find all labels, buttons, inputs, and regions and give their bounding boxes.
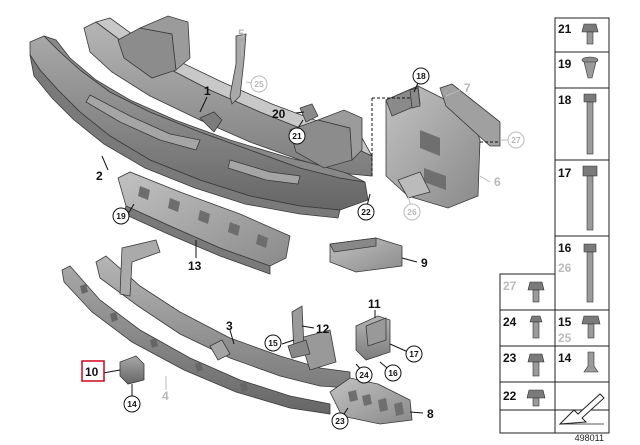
orientation-arrow-icon bbox=[558, 393, 605, 425]
clip-19-icon bbox=[581, 56, 599, 79]
callout-circle-17: 17 bbox=[405, 345, 423, 363]
callout-6: 6 bbox=[494, 175, 501, 189]
table-label-21: 21 bbox=[558, 22, 572, 36]
callout-circle-23: 23 bbox=[331, 412, 349, 430]
table-label-22: 22 bbox=[503, 389, 517, 403]
callout-circle-16: 16 bbox=[384, 364, 402, 382]
table-label-18: 18 bbox=[558, 93, 572, 107]
table-label-19: 19 bbox=[558, 57, 572, 71]
callout-11: 11 bbox=[368, 297, 381, 311]
bolt-16-icon bbox=[583, 243, 597, 303]
bolt-17-icon bbox=[582, 165, 598, 231]
callout-circle-19: 19 bbox=[112, 207, 130, 225]
part-2-energy-absorber bbox=[29, 35, 369, 219]
part-4-trim-strip bbox=[61, 265, 331, 415]
part-6-side-bracket bbox=[385, 85, 481, 209]
callout-27: 27 bbox=[511, 135, 521, 145]
callout-15: 15 bbox=[268, 338, 278, 348]
callout-21: 21 bbox=[292, 131, 302, 141]
callout-circle-24: 24 bbox=[355, 366, 373, 384]
table-label-26: 26 bbox=[558, 261, 572, 275]
callout-circle-14: 14 bbox=[123, 395, 141, 413]
part-18-bolt-small bbox=[409, 87, 421, 109]
callout-circle-25: 25 bbox=[250, 75, 268, 93]
part-9-bracket bbox=[329, 237, 403, 273]
callout-3: 3 bbox=[226, 319, 233, 333]
callout-12: 12 bbox=[316, 322, 330, 336]
callout-10-highlight-box bbox=[81, 360, 105, 382]
callout-circle-18: 18 bbox=[412, 67, 430, 85]
fastener-table: 21 19 18 17 16 26 27 bbox=[499, 17, 610, 434]
callout-10: 10 bbox=[85, 365, 99, 379]
callout-20: 20 bbox=[272, 107, 286, 121]
part-3-lower-carrier bbox=[95, 239, 351, 389]
table-label-23: 23 bbox=[503, 351, 517, 365]
callout-13: 13 bbox=[188, 259, 202, 273]
callout-1: 1 bbox=[204, 84, 211, 98]
screw-24-icon bbox=[529, 315, 543, 339]
part-11-holder bbox=[355, 315, 391, 361]
part-7-strip bbox=[439, 83, 501, 147]
table-label-25: 25 bbox=[558, 331, 572, 345]
part-13-bracket bbox=[117, 171, 291, 275]
screw-21-icon bbox=[581, 23, 599, 45]
callout-2: 2 bbox=[96, 169, 103, 183]
table-label-16: 16 bbox=[558, 241, 572, 255]
table-label-14: 14 bbox=[558, 351, 572, 365]
callout-4: 4 bbox=[162, 389, 169, 403]
screw-27-icon bbox=[527, 281, 545, 303]
table-label-15: 15 bbox=[558, 315, 572, 329]
callout-17: 17 bbox=[409, 349, 419, 359]
callout-14: 14 bbox=[127, 399, 137, 409]
bolt-18-icon bbox=[583, 93, 597, 155]
part-20-nut bbox=[299, 103, 319, 123]
callout-22: 22 bbox=[361, 207, 371, 217]
callout-16: 16 bbox=[388, 368, 398, 378]
callout-circle-15: 15 bbox=[264, 334, 282, 352]
screw-22-icon bbox=[526, 389, 546, 407]
part-8-air-guide bbox=[329, 377, 413, 425]
callout-19: 19 bbox=[116, 211, 126, 221]
part-12-bracket bbox=[287, 305, 311, 359]
callout-25: 25 bbox=[254, 79, 264, 89]
callout-7: 7 bbox=[464, 81, 471, 95]
screw-23-icon bbox=[527, 353, 545, 377]
callout-24: 24 bbox=[359, 370, 369, 380]
callout-circle-27: 27 bbox=[507, 131, 525, 149]
callout-circle-22: 22 bbox=[357, 203, 375, 221]
part-10-clip bbox=[119, 355, 145, 385]
callout-circle-21: 21 bbox=[288, 127, 306, 145]
callout-8: 8 bbox=[427, 407, 434, 421]
callout-9: 9 bbox=[421, 256, 428, 270]
callout-circle-26: 26 bbox=[403, 203, 421, 221]
callout-5: 5 bbox=[238, 27, 245, 41]
clip-14-icon bbox=[583, 351, 599, 373]
callout-26: 26 bbox=[407, 207, 417, 217]
callout-18: 18 bbox=[416, 71, 426, 81]
table-label-27: 27 bbox=[503, 279, 517, 293]
callout-23: 23 bbox=[335, 416, 345, 426]
document-number: 498011 bbox=[575, 433, 604, 443]
table-label-24: 24 bbox=[503, 315, 517, 329]
table-label-17: 17 bbox=[558, 166, 572, 180]
screw-15-icon bbox=[581, 315, 601, 339]
